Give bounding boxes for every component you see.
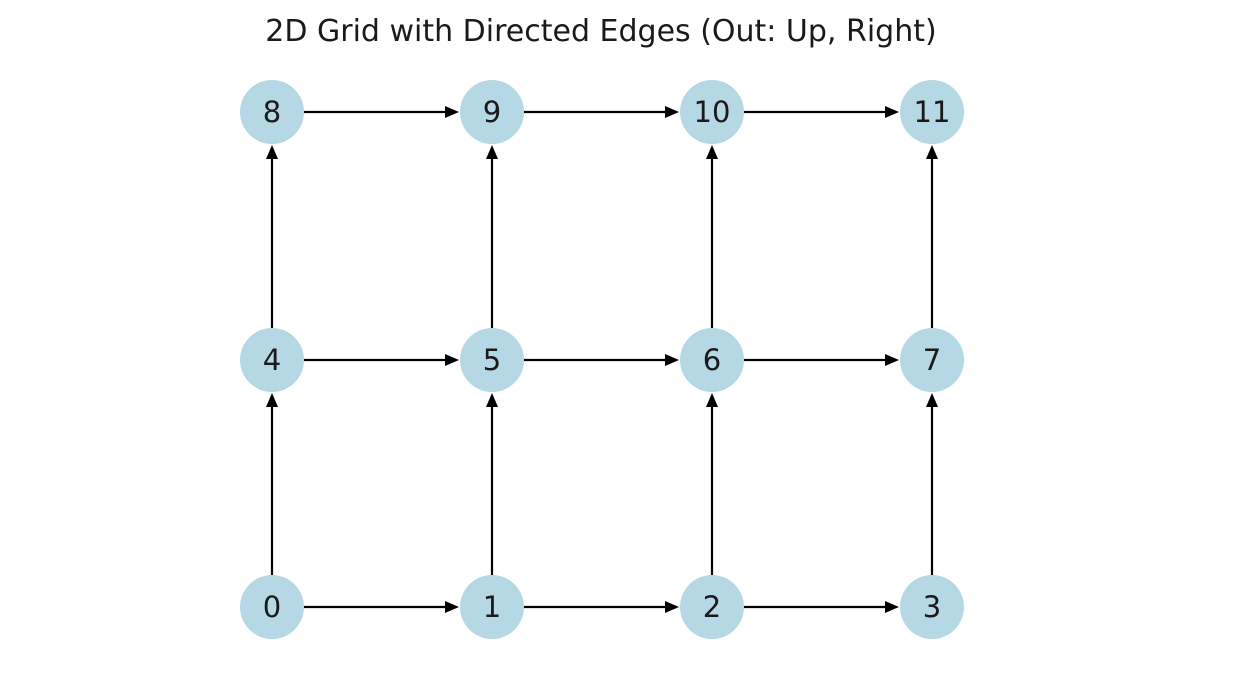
arrowhead-icon (665, 601, 679, 613)
node-label: 7 (923, 343, 941, 377)
node-label: 4 (263, 343, 281, 377)
arrowhead-icon (665, 354, 679, 366)
edge-2-3 (744, 601, 899, 613)
arrowhead-icon (445, 106, 459, 118)
arrowhead-icon (486, 145, 498, 159)
node-0: 0 (240, 575, 304, 639)
edge-7-11 (926, 145, 938, 328)
node-6: 6 (680, 328, 744, 392)
node-1: 1 (460, 575, 524, 639)
node-label: 0 (263, 590, 281, 624)
arrowhead-icon (266, 393, 278, 407)
edge-3-7 (926, 393, 938, 575)
arrowhead-icon (926, 393, 938, 407)
edge-9-10 (524, 106, 679, 118)
node-circle (680, 80, 744, 144)
node-9: 9 (460, 80, 524, 144)
edge-1-2 (524, 601, 679, 613)
node-label: 11 (914, 95, 951, 129)
node-circle (900, 575, 964, 639)
arrowhead-icon (926, 145, 938, 159)
edge-5-9 (486, 145, 498, 328)
arrowhead-icon (445, 354, 459, 366)
nodes-layer: 0 1 2 3 4 5 6 7 8 9 10 11 (240, 80, 964, 639)
edge-0-1 (304, 601, 459, 613)
edge-6-7 (744, 354, 899, 366)
node-3: 3 (900, 575, 964, 639)
arrowhead-icon (665, 106, 679, 118)
edge-10-11 (744, 106, 899, 118)
node-label: 10 (694, 95, 731, 129)
node-4: 4 (240, 328, 304, 392)
edges-layer (266, 106, 938, 613)
node-label: 1 (483, 590, 501, 624)
node-label: 6 (703, 343, 721, 377)
node-circle (680, 328, 744, 392)
node-circle (460, 575, 524, 639)
node-label: 9 (483, 95, 501, 129)
node-8: 8 (240, 80, 304, 144)
arrowhead-icon (266, 145, 278, 159)
arrowhead-icon (445, 601, 459, 613)
node-circle (460, 328, 524, 392)
node-7: 7 (900, 328, 964, 392)
arrowhead-icon (885, 354, 899, 366)
node-label: 5 (483, 343, 501, 377)
node-circle (680, 575, 744, 639)
diagram-title: 2D Grid with Directed Edges (Out: Up, Ri… (265, 14, 937, 49)
node-label: 8 (263, 95, 281, 129)
edge-1-5 (486, 393, 498, 575)
edge-4-5 (304, 354, 459, 366)
node-circle (900, 80, 964, 144)
arrowhead-icon (706, 145, 718, 159)
node-circle (460, 80, 524, 144)
arrowhead-icon (885, 601, 899, 613)
node-2: 2 (680, 575, 744, 639)
edge-2-6 (706, 393, 718, 575)
node-circle (240, 575, 304, 639)
node-11: 11 (900, 80, 964, 144)
node-circle (240, 328, 304, 392)
arrowhead-icon (706, 393, 718, 407)
edge-0-4 (266, 393, 278, 575)
arrowhead-icon (486, 393, 498, 407)
node-label: 3 (923, 590, 941, 624)
edge-4-8 (266, 145, 278, 328)
edge-8-9 (304, 106, 459, 118)
node-5: 5 (460, 328, 524, 392)
node-10: 10 (680, 80, 744, 144)
node-circle (900, 328, 964, 392)
node-circle (240, 80, 304, 144)
node-label: 2 (703, 590, 721, 624)
edge-6-10 (706, 145, 718, 328)
edge-5-6 (524, 354, 679, 366)
arrowhead-icon (885, 106, 899, 118)
